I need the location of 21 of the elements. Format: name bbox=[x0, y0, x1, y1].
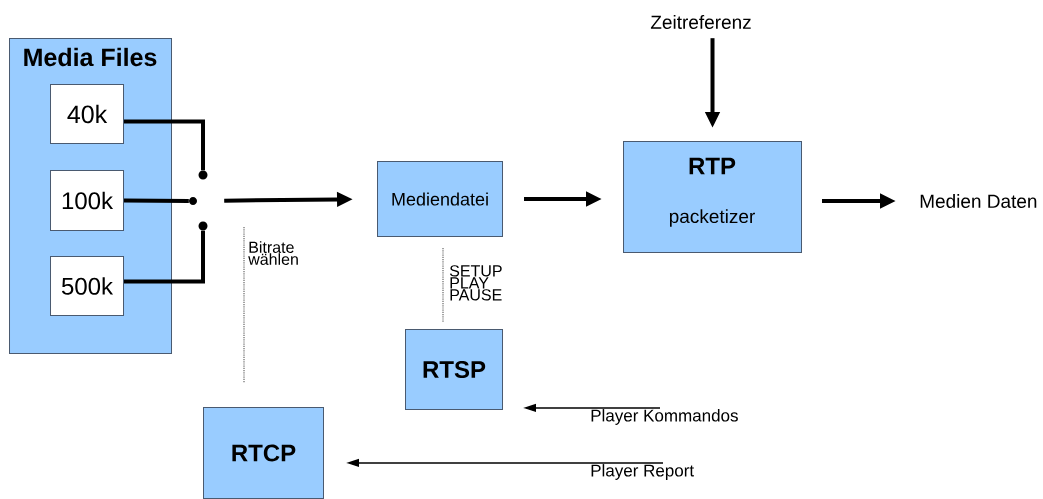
connector-line bbox=[124, 198, 189, 203]
process-box: RTP packetizer bbox=[623, 141, 802, 253]
switch-contact bbox=[198, 170, 208, 180]
dotted-line bbox=[442, 247, 444, 323]
edge-label: Bitrate wählen bbox=[248, 241, 298, 265]
file-box: 100k bbox=[50, 170, 124, 231]
process-box: Mediendatei bbox=[377, 161, 503, 237]
process-box: RTSP bbox=[405, 329, 503, 410]
edge-label: SETUP PLAY PAUSE bbox=[449, 265, 502, 301]
dotted-line bbox=[243, 226, 245, 384]
input-label: Zeitreferenz bbox=[650, 15, 751, 29]
output-label: Medien Daten bbox=[920, 194, 1037, 208]
connector-line bbox=[124, 230, 205, 284]
file-box: 40k bbox=[50, 84, 124, 144]
input-label: Player Report bbox=[591, 464, 694, 480]
switch-contact bbox=[198, 221, 208, 231]
switch-contact bbox=[189, 197, 197, 205]
file-box: 500k bbox=[50, 256, 124, 316]
connector-line bbox=[124, 119, 205, 171]
input-label: Player Kommandos bbox=[591, 409, 738, 425]
process-box: RTCP bbox=[203, 407, 324, 499]
